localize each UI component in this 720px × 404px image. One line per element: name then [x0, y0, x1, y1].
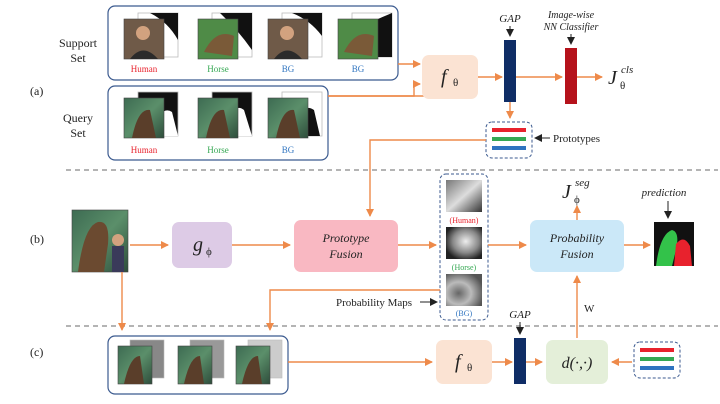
f-theta-module-top: f θ: [422, 55, 478, 99]
prototype-horse-bottom: [640, 357, 674, 361]
prototype-human: [492, 128, 526, 132]
prob-map-label-bg: (BG): [456, 309, 473, 318]
distance-module: d(·,·): [546, 340, 608, 384]
prototype-horse: [492, 137, 526, 141]
probability-maps-box: [439, 173, 489, 321]
gap-bottom-label: GAP: [509, 309, 531, 321]
g-phi-label: g: [193, 234, 203, 256]
support-label-horse: Horse: [207, 64, 229, 74]
arrow-maps-to-bottom: [266, 289, 440, 331]
row-label-c: (c): [30, 345, 43, 359]
f-theta-top-sub: θ: [453, 77, 458, 89]
row-label-b: (b): [30, 232, 44, 246]
support-set-title: Support: [59, 36, 98, 50]
query-label-horse: Horse: [207, 145, 229, 155]
arrow-query-into-f: [328, 80, 421, 97]
query-image-1: [123, 91, 179, 139]
prob-map-horse: [446, 227, 482, 259]
probability-fusion-module: Probability Fusion: [530, 220, 624, 272]
masked-image-3: [235, 339, 283, 385]
query-image-2: [197, 91, 253, 139]
prototype-fusion-label: Prototype: [322, 231, 371, 245]
masked-image-1: [117, 339, 165, 385]
f-theta-top-label: f: [441, 66, 449, 88]
query-set-box: [107, 85, 329, 161]
masked-image-2: [177, 339, 225, 385]
g-phi-module: g ϕ: [172, 222, 232, 268]
prototype-bg-bottom: [640, 366, 674, 370]
gap-bar-bottom: [514, 338, 526, 384]
g-phi-sub: ϕ: [206, 246, 212, 258]
support-image-2: [197, 12, 253, 60]
loss-cls-base: J: [608, 67, 618, 89]
row-label-a: (a): [30, 84, 43, 98]
prototype-bg: [492, 146, 526, 150]
loss-seg: J seg ϕ: [562, 177, 590, 206]
query-set-title-2: Set: [70, 126, 86, 140]
prob-map-label-horse: (Horse): [452, 263, 477, 272]
support-label-human: Human: [131, 64, 158, 74]
query-set-title: Query: [63, 111, 93, 125]
loss-cls-sub: θ: [620, 80, 625, 92]
prototypes-label: Prototypes: [553, 133, 600, 145]
support-image-1: [123, 12, 179, 60]
probability-fusion-label: Probability: [549, 231, 605, 245]
prob-map-human: [446, 180, 482, 212]
f-theta-bottom-label: f: [455, 351, 463, 373]
prediction-label: prediction: [641, 187, 687, 199]
prob-map-bg: [446, 274, 482, 306]
classifier-label-2: NN Classifier: [543, 22, 599, 33]
prob-map-label-human: (Human): [450, 216, 479, 225]
support-image-3: [267, 12, 323, 60]
query-image-3: [267, 91, 323, 139]
support-image-4: [337, 12, 393, 60]
classifier-bar: [565, 48, 577, 104]
query-label-bg: BG: [282, 145, 295, 155]
query-label-human: Human: [131, 145, 158, 155]
loss-seg-sub: ϕ: [574, 194, 580, 206]
prototype-fusion-label-2: Fusion: [328, 247, 362, 261]
support-label-bg-2: BG: [352, 64, 365, 74]
classifier-label: Image-wise: [547, 10, 595, 21]
f-theta-module-bottom: f θ: [436, 340, 492, 384]
loss-seg-sup: seg: [575, 177, 590, 189]
support-set-title-2: Set: [70, 51, 86, 65]
masked-images-box: [107, 335, 289, 395]
probability-fusion-label-2: Fusion: [559, 247, 593, 261]
loss-cls-sup: cls: [621, 64, 633, 76]
prototypes-box-bottom: [633, 341, 681, 379]
support-set-box: [107, 5, 399, 81]
gap-top-label: GAP: [499, 13, 521, 25]
loss-cls: J cls θ: [608, 64, 633, 92]
w-label: W: [584, 303, 595, 315]
f-theta-bottom-sub: θ: [467, 362, 472, 374]
loss-seg-base: J: [562, 181, 572, 203]
distance-label: d(·,·): [562, 355, 593, 372]
gap-bar-top: [504, 40, 516, 102]
support-label-bg-1: BG: [282, 64, 295, 74]
prototype-fusion-module: Prototype Fusion: [294, 220, 398, 272]
prototype-human-bottom: [640, 348, 674, 352]
prediction-mask: [654, 222, 694, 266]
probability-maps-label: Probability Maps: [336, 297, 412, 309]
query-image-large: [71, 209, 129, 273]
arrow-prototypes-to-fusion: [366, 139, 486, 217]
